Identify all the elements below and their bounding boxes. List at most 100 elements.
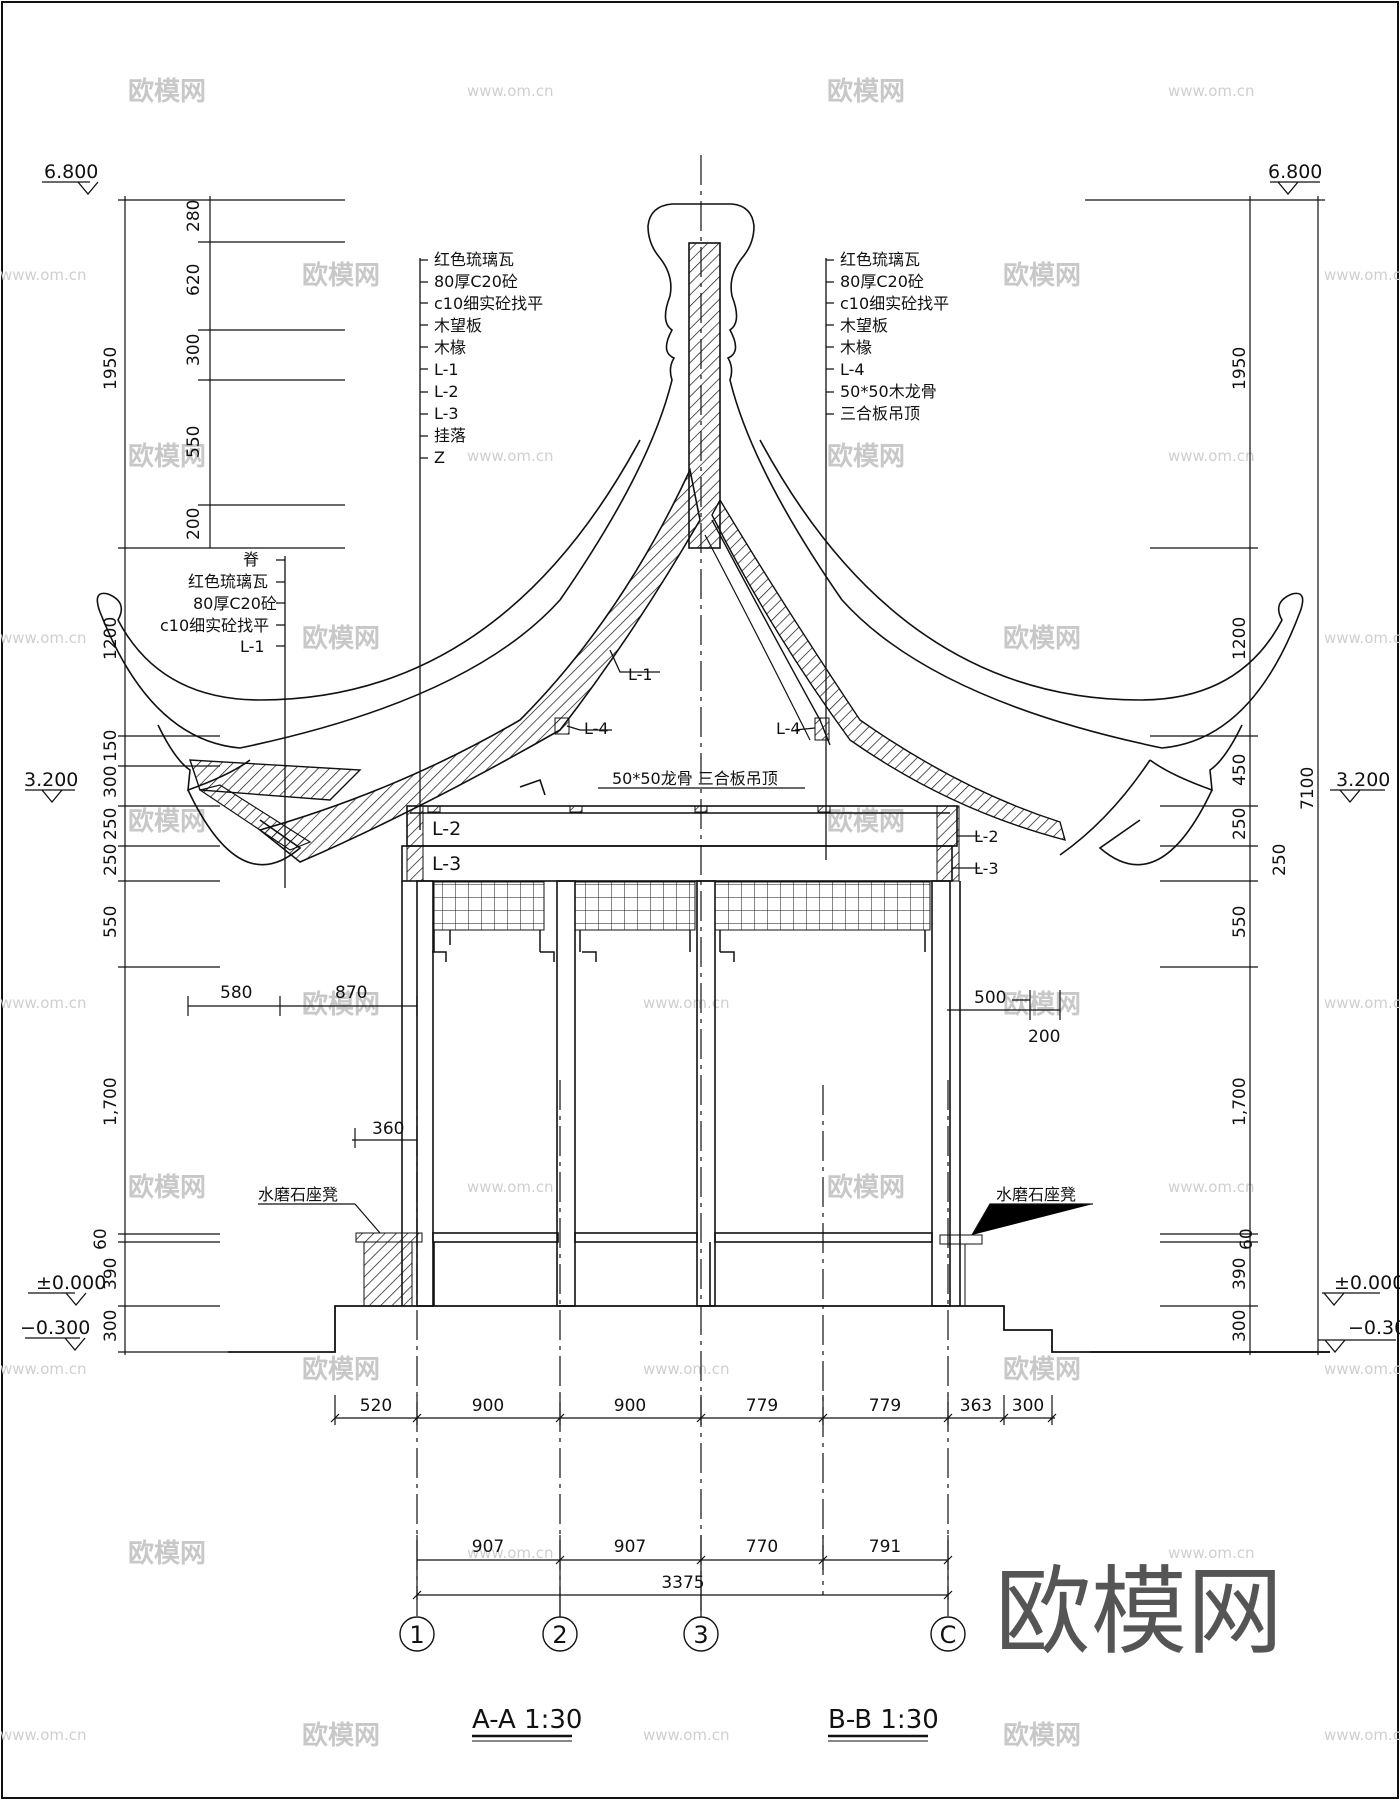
dim-row2-d: 791	[869, 1537, 901, 1557]
level-zero-left: ±0.000	[36, 1272, 106, 1294]
label-l4-right: L-4	[776, 719, 801, 738]
section-title-b: B-B 1:30	[828, 1705, 939, 1735]
svg-text:欧模网: 欧模网	[1003, 1720, 1081, 1751]
label-l2-left: L-2	[432, 818, 461, 840]
svg-text:www.om.cn: www.om.cn	[643, 1360, 730, 1378]
column-c	[931, 880, 951, 1307]
svg-text:www.om.cn: www.om.cn	[643, 1726, 730, 1744]
svg-text:www.om.cn: www.om.cn	[1168, 82, 1255, 100]
svg-text:300: 300	[1230, 1310, 1250, 1342]
level-top-right: 6.800	[1268, 161, 1322, 183]
note-left-1: 红色琉璃瓦	[434, 250, 514, 269]
svg-text:390: 390	[1230, 1258, 1250, 1290]
svg-text:60: 60	[1237, 1228, 1257, 1250]
beam-end-left	[406, 805, 424, 882]
note-right-4: 木望板	[840, 316, 888, 335]
axis-bubble-3	[683, 1616, 719, 1652]
svg-text:www.om.cn: www.om.cn	[467, 1544, 554, 1562]
svg-text:www.om.cn: www.om.cn	[0, 1360, 87, 1378]
svg-text:欧模网: 欧模网	[128, 1172, 206, 1203]
svg-text:欧模网: 欧模网	[302, 623, 380, 654]
svg-text:www.om.cn: www.om.cn	[1324, 1726, 1400, 1744]
svg-text:www.om.cn: www.om.cn	[0, 266, 87, 284]
svg-text:1200: 1200	[1230, 617, 1250, 660]
note-right-1: 红色琉璃瓦	[840, 250, 920, 269]
lattice-panel-3	[714, 881, 931, 931]
roof	[96, 203, 1304, 866]
note-ridge-2: 红色琉璃瓦	[188, 572, 268, 591]
l4-left-block	[554, 717, 570, 735]
finial-outline	[96, 203, 676, 749]
dim-row2-c: 770	[746, 1537, 778, 1557]
svg-text:欧模网: 欧模网	[1003, 1354, 1081, 1385]
level-ground-left: −0.300	[20, 1317, 90, 1339]
rafter-right	[711, 498, 1066, 841]
dim-row1-g: 300	[1012, 1396, 1044, 1416]
svg-text:550: 550	[184, 426, 204, 458]
bench-left-body	[363, 1241, 413, 1307]
note-ridge-5: L-1	[240, 637, 265, 656]
svg-text:620: 620	[184, 264, 204, 296]
svg-text:300: 300	[101, 766, 121, 798]
watermark-layer: 欧模网 www.om.cn 欧模网 www.om.cn www.om.cn 欧模…	[0, 76, 1400, 1751]
note-left-5: 木椽	[434, 338, 466, 357]
bench-right-top	[939, 1234, 983, 1245]
svg-text:250: 250	[1230, 808, 1250, 840]
svg-text:欧模网: 欧模网	[302, 989, 380, 1020]
svg-text:250: 250	[101, 808, 121, 840]
axis-bubble-2	[542, 1616, 578, 1652]
dim-total: 3375	[661, 1573, 704, 1593]
svg-text:250: 250	[1270, 844, 1290, 876]
svg-text:www.om.cn: www.om.cn	[0, 629, 87, 647]
level-ground-right: −0.30	[1348, 1317, 1400, 1339]
bench-rail	[432, 1232, 559, 1243]
note-right-6: L-4	[840, 360, 865, 379]
svg-text:欧模网: 欧模网	[128, 806, 206, 837]
label-l4-left: L-4	[584, 719, 609, 738]
dim-row1-a: 520	[360, 1396, 392, 1416]
svg-text:www.om.cn: www.om.cn	[643, 994, 730, 1012]
level-zero-right: ±0.000	[1334, 1272, 1400, 1294]
svg-text:www.om.cn: www.om.cn	[0, 1726, 87, 1744]
note-right-3: c10细实砼找平	[840, 294, 949, 313]
note-right-7: 50*50木龙骨	[840, 382, 937, 401]
svg-text:www.om.cn: www.om.cn	[1168, 447, 1255, 465]
svg-text:www.om.cn: www.om.cn	[467, 447, 554, 465]
level-eave-left: 3.200	[24, 769, 78, 791]
plinth	[228, 1305, 1330, 1353]
svg-text:欧模网: 欧模网	[128, 1538, 206, 1569]
svg-text:300: 300	[101, 1310, 121, 1342]
note-left-4: 木望板	[434, 316, 482, 335]
section-title-a: A-A 1:30	[472, 1705, 582, 1735]
svg-text:www.om.cn: www.om.cn	[1168, 1544, 1255, 1562]
svg-text:www.om.cn: www.om.cn	[1168, 1178, 1255, 1196]
svg-text:欧模网: 欧模网	[827, 1172, 905, 1203]
dim-row2-b: 907	[614, 1537, 646, 1557]
svg-text:250: 250	[101, 844, 121, 876]
note-left-3: c10细实砼找平	[434, 294, 543, 313]
rafter-left	[258, 467, 701, 863]
svg-text:欧模网: 欧模网	[302, 1354, 380, 1385]
dim-row1-c: 900	[614, 1396, 646, 1416]
svg-text:390: 390	[101, 1258, 121, 1290]
svg-text:www.om.cn: www.om.cn	[0, 994, 87, 1012]
svg-text:www.om.cn: www.om.cn	[467, 1178, 554, 1196]
note-left-8: L-3	[434, 404, 459, 423]
note-right-5: 木椽	[840, 338, 872, 357]
label-l1: L-1	[628, 665, 653, 684]
label-l2-right: L-2	[974, 827, 999, 846]
note-left-2: 80厚C20砼	[434, 272, 518, 291]
svg-text:60: 60	[91, 1228, 111, 1250]
dim-500: 500	[974, 988, 1006, 1008]
svg-text:1,700: 1,700	[101, 1077, 121, 1126]
svg-text:欧模网: 欧模网	[128, 76, 206, 107]
left-dims: 280 620 300 550 200 1950 1200 150 300 25…	[91, 200, 204, 1342]
bench-label-left: 水磨石座凳	[258, 1185, 338, 1204]
svg-text:欧模网: 欧模网	[1003, 989, 1081, 1020]
axis-bubble-c	[930, 1616, 966, 1652]
svg-text:欧模网: 欧模网	[128, 441, 206, 472]
svg-text:550: 550	[1230, 906, 1250, 938]
brand-watermark: 欧模网	[995, 1556, 1283, 1668]
level-top-left: 6.800	[44, 161, 98, 183]
